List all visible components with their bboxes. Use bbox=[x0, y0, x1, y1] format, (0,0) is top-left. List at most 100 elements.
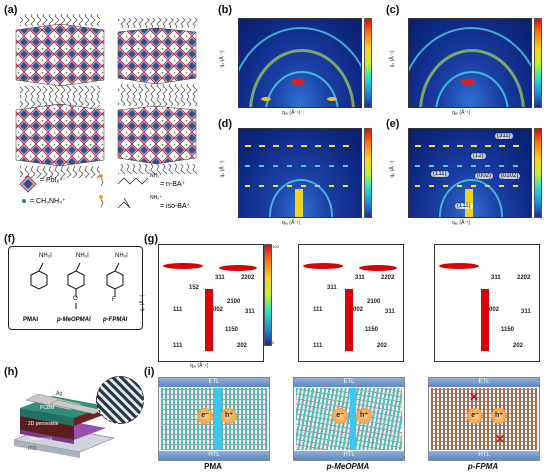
legend-nh3-label-2: NH₃⁺ bbox=[150, 195, 162, 201]
channel bbox=[215, 388, 221, 450]
giwaxs-g-fp: 311 2202 311 002 1150 202 bbox=[434, 244, 540, 362]
cbar-top: 100 bbox=[272, 244, 279, 249]
giwaxs-g-pma: 311 2202 152 111 002 2100 311 1150 111 2… bbox=[158, 244, 264, 362]
spot bbox=[481, 289, 489, 351]
etl-bar: ETL bbox=[159, 378, 269, 387]
miller-label: 311 bbox=[491, 275, 501, 281]
miller-label: 2202 bbox=[381, 275, 395, 281]
colorbar-b bbox=[364, 18, 372, 108]
miller-label: 152 bbox=[189, 285, 200, 291]
colorbar-e bbox=[534, 128, 542, 218]
zoom-circle bbox=[96, 376, 144, 424]
miller-label: 202 bbox=[377, 343, 388, 349]
giwaxs-image-d bbox=[238, 128, 362, 218]
nh3-label: NH₃I bbox=[39, 253, 52, 259]
morphology-fpma: ETL ✕ ✕ e⁻ h⁺ HTL bbox=[428, 377, 540, 461]
miller-label: 2202 bbox=[241, 275, 255, 281]
hole: h⁺ bbox=[221, 408, 237, 424]
spot bbox=[439, 263, 479, 269]
peak bbox=[295, 189, 303, 217]
spot-row bbox=[245, 145, 355, 147]
block-x-icon: ✕ bbox=[495, 432, 506, 446]
miller-label: 1150 bbox=[225, 327, 239, 333]
hole: h⁺ bbox=[491, 408, 507, 424]
legend-ch3nh3: = CH₃NH₃⁺ bbox=[30, 198, 66, 205]
caption-meopma: p-MeOPMA bbox=[326, 462, 370, 471]
layer-label: 2D perovskite bbox=[28, 421, 59, 427]
miller-label: 311 bbox=[355, 275, 365, 281]
axis-title-qxy-b: qₓᵧ (Å⁻¹) bbox=[282, 110, 301, 116]
layer-label: PEDOT:PSS bbox=[30, 436, 53, 441]
htl-bar: HTL bbox=[159, 451, 269, 460]
miller-label: 1150 bbox=[501, 327, 515, 333]
hole: h⁺ bbox=[356, 408, 372, 424]
colorbar-g bbox=[264, 244, 272, 346]
spot-row bbox=[415, 145, 525, 147]
miller-label: 2202 bbox=[517, 275, 531, 281]
miller-label: 311 bbox=[327, 285, 337, 291]
miller-label: (1̅2) bbox=[471, 153, 486, 159]
miller-label: (311) bbox=[495, 133, 513, 139]
axis-title-qxy-c: qₓᵧ (Å⁻¹) bbox=[452, 110, 471, 116]
axis-title-qz-c: q₂ (Å⁻¹) bbox=[389, 50, 396, 68]
layer-label: PCBM bbox=[40, 405, 55, 411]
axis-title-qxy-g: qₓᵧ (Å⁻¹) bbox=[190, 363, 209, 369]
miller-label: 2100 bbox=[227, 299, 241, 305]
axis-title-qxy-e: qₓᵧ (Å⁻¹) bbox=[452, 220, 471, 226]
molecule-name: p-MeOPMAI bbox=[57, 317, 91, 323]
morphology-meopma: ETL e⁻ h⁺ HTL bbox=[293, 377, 405, 461]
panel-label-c: (c) bbox=[386, 4, 400, 16]
oxygen-label: O bbox=[73, 296, 78, 302]
miller-label: 002 bbox=[489, 307, 500, 313]
nh3-label: NH₃I bbox=[76, 253, 89, 259]
molecule-name: p-FPMAI bbox=[103, 317, 128, 323]
axis-title-qxy-d: qₓᵧ (Å⁻¹) bbox=[282, 220, 301, 226]
panel-label-d: (d) bbox=[218, 118, 233, 130]
etl-bar: ETL bbox=[294, 378, 404, 387]
giwaxs-image-b bbox=[238, 18, 362, 108]
legend-pbi6: = PbI₆⁴⁻ bbox=[40, 177, 67, 184]
panel-label-a: (a) bbox=[4, 4, 18, 16]
miller-label: 311 bbox=[245, 309, 255, 315]
fluorine-label: F bbox=[112, 297, 116, 303]
miller-label: 1150 bbox=[365, 327, 379, 333]
ring bbox=[239, 27, 361, 107]
ring bbox=[409, 27, 531, 107]
colorbar-d bbox=[364, 128, 372, 218]
spot-row bbox=[245, 165, 355, 167]
etl-bar: ETL bbox=[429, 378, 539, 387]
miller-label: 002 bbox=[353, 307, 364, 313]
miller-label: (002) bbox=[475, 173, 494, 179]
spot bbox=[163, 263, 203, 269]
giwaxs-image-e: (311) (1̅2) (1̅11) (002) (0102) (1̅11) bbox=[408, 128, 532, 218]
spot bbox=[219, 265, 257, 271]
layer-label: ITO bbox=[28, 446, 37, 452]
block-x-icon: ✕ bbox=[469, 390, 480, 404]
miller-label: 311 bbox=[521, 309, 531, 315]
miller-label: 111 bbox=[173, 307, 183, 313]
peak bbox=[461, 79, 475, 85]
panel-label-f: (f) bbox=[4, 233, 15, 245]
molecule-box: NH₃I NH₃I NH₃I O F PMAI p-MeOPMAI p-FPMA… bbox=[8, 246, 143, 330]
caption-fpma: p-FPMA bbox=[467, 462, 499, 471]
legend-isoba: = iso-BA⁺ bbox=[160, 203, 191, 210]
channel bbox=[350, 388, 356, 450]
electron: e⁻ bbox=[332, 408, 348, 424]
panel-label-e: (e) bbox=[386, 118, 400, 130]
panel-label-h: (h) bbox=[4, 366, 19, 378]
miller-label: 202 bbox=[513, 343, 524, 349]
giwaxs-g-meo: 311 2202 002 311 111 2100 1150 111 202 3… bbox=[298, 244, 404, 362]
miller-label: 311 bbox=[385, 309, 395, 315]
structure-diagram bbox=[6, 12, 201, 212]
miller-label: 311 bbox=[215, 275, 225, 281]
axis-title-qz-b: q₂ (Å⁻¹) bbox=[219, 50, 226, 68]
panel-label-b: (b) bbox=[218, 4, 233, 16]
htl-bar: HTL bbox=[294, 451, 404, 460]
spot bbox=[345, 289, 353, 351]
peak bbox=[261, 97, 271, 101]
miller-label: 002 bbox=[213, 307, 224, 313]
axis-title-qz-e: q₂ (Å⁻¹) bbox=[389, 160, 396, 178]
spot-row bbox=[415, 165, 525, 167]
panel-label-g: (g) bbox=[144, 233, 159, 245]
miller-label: (1̅11) bbox=[455, 203, 473, 209]
